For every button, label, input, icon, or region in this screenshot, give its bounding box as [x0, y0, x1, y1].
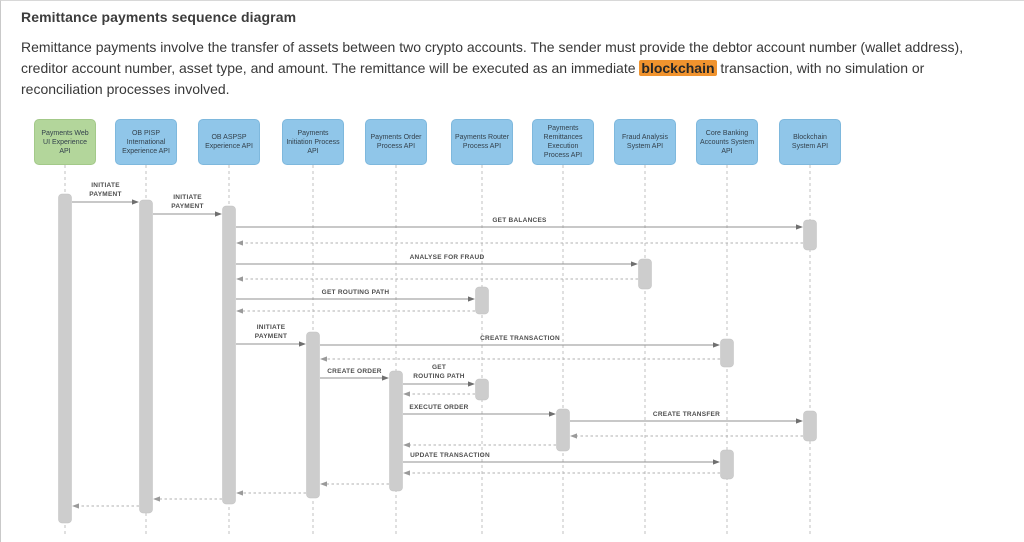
message-arrowhead-create-transaction-return	[320, 356, 327, 362]
actor-box-ob-pisp-international-experience-api: OB PISP International Experience API	[115, 119, 177, 165]
message-label-execute-order: EXECUTE ORDER	[409, 404, 468, 411]
message-arrowhead-analyse-for-fraud	[631, 261, 638, 267]
message-arrowhead-initiate-payment-1-return	[72, 503, 79, 509]
actor-box-payments-remittances-execution-process-api: Payments Remittances Execution Process A…	[532, 119, 594, 165]
actor-label-fraud-analysis-system-api: Fraud Analysis System API	[622, 134, 668, 150]
message-label-get-routing-path-1: GET ROUTING PATH	[322, 289, 390, 296]
actor-label-payments-web-ui-experience-api: Payments Web UI Experience API	[41, 129, 89, 155]
highlight-blockchain-term: blockchain	[639, 60, 717, 76]
activation-bar-fraud-analysis-system-api-8	[638, 258, 652, 290]
actor-label-blockchain-system-api: Blockchain System API	[791, 134, 829, 150]
message-label-analyse-for-fraud: ANALYSE FOR FRAUD	[410, 254, 485, 261]
activation-bar-core-banking-accounts-system-api-9	[720, 338, 734, 368]
message-arrowhead-get-routing-path-2-return	[403, 391, 410, 397]
actor-label-payments-router-process-api: Payments Router Process API	[454, 134, 510, 150]
activation-bar-payments-order-process-api-4	[389, 370, 403, 492]
message-arrowhead-create-transfer	[796, 418, 803, 424]
activation-bar-payments-router-process-api-5	[475, 286, 489, 315]
activation-bar-ob-aspsp-experience-api-2	[222, 205, 236, 505]
message-arrowhead-update-transaction	[713, 459, 720, 465]
actor-label-payments-order-process-api: Payments Order Process API	[370, 134, 422, 150]
message-arrowhead-initiate-payment-3	[299, 341, 306, 347]
actor-box-core-banking-accounts-system-api: Core Banking Accounts System API	[696, 119, 758, 165]
actor-label-payments-initiation-process-api: Payments Initiation Process API	[286, 129, 340, 155]
message-arrowhead-create-order-return	[320, 481, 327, 487]
message-label-create-transaction: CREATE TRANSACTION	[480, 335, 560, 342]
page-title: Remittance payments sequence diagram	[21, 9, 297, 25]
activation-bar-core-banking-accounts-system-api-10	[720, 449, 734, 480]
description-text-after: transaction, with no simulation or recon…	[21, 60, 925, 97]
activation-bar-blockchain-system-api-12	[803, 410, 817, 442]
message-arrowhead-initiate-payment-2	[215, 211, 222, 217]
message-arrowhead-get-routing-path-2	[468, 381, 475, 387]
activation-bar-ob-pisp-international-experience-api-1	[139, 199, 153, 514]
message-arrowhead-get-routing-path-1-return	[236, 308, 243, 314]
actor-label-ob-pisp-international-experience-api: OB PISP International Experience API	[122, 129, 170, 155]
activation-bar-blockchain-system-api-11	[803, 219, 817, 251]
message-label-create-order: CREATE ORDER	[327, 368, 382, 375]
actor-box-payments-web-ui-experience-api: Payments Web UI Experience API	[34, 119, 96, 165]
message-arrowhead-initiate-payment-2-return	[153, 496, 160, 502]
message-arrowhead-initiate-payment-1	[132, 199, 139, 205]
message-arrowhead-create-transfer-return	[570, 433, 577, 439]
message-arrowhead-execute-order-return	[403, 442, 410, 448]
actor-box-fraud-analysis-system-api: Fraud Analysis System API	[614, 119, 676, 165]
actor-label-payments-remittances-execution-process-api: Payments Remittances Execution Process A…	[543, 125, 583, 159]
activation-bar-payments-web-ui-experience-api-0	[58, 193, 72, 524]
message-arrowhead-initiate-payment-3-return	[236, 490, 243, 496]
message-arrowhead-create-transaction	[713, 342, 720, 348]
message-arrowhead-create-order	[382, 375, 389, 381]
actor-label-ob-aspsp-experience-api: OB ASPSP Experience API	[205, 134, 253, 150]
message-arrowhead-get-routing-path-1	[468, 296, 475, 302]
actor-box-payments-initiation-process-api: Payments Initiation Process API	[282, 119, 344, 165]
actor-box-blockchain-system-api: Blockchain System API	[779, 119, 841, 165]
message-label-update-transaction: UPDATE TRANSACTION	[410, 452, 490, 459]
activation-bar-payments-remittances-execution-process-api-7	[556, 408, 570, 452]
actor-box-ob-aspsp-experience-api: OB ASPSP Experience API	[198, 119, 260, 165]
actor-box-payments-router-process-api: Payments Router Process API	[451, 119, 513, 165]
message-arrowhead-update-transaction-return	[403, 470, 410, 476]
message-label-get-balances: GET BALANCES	[492, 217, 547, 224]
actor-label-core-banking-accounts-system-api: Core Banking Accounts System API	[699, 129, 755, 155]
page-description: Remittance payments involve the transfer…	[21, 37, 979, 100]
message-label-create-transfer: CREATE TRANSFER	[653, 411, 720, 418]
message-arrowhead-execute-order	[549, 411, 556, 417]
message-arrowhead-analyse-for-fraud-return	[236, 276, 243, 282]
activation-bar-payments-initiation-process-api-3	[306, 331, 320, 499]
activation-bar-payments-router-process-api-6	[475, 378, 489, 401]
actor-box-payments-order-process-api: Payments Order Process API	[365, 119, 427, 165]
description-text-before: Remittance payments involve the transfer…	[21, 39, 964, 76]
message-arrowhead-get-balances-return	[236, 240, 243, 246]
message-arrowhead-get-balances	[796, 224, 803, 230]
